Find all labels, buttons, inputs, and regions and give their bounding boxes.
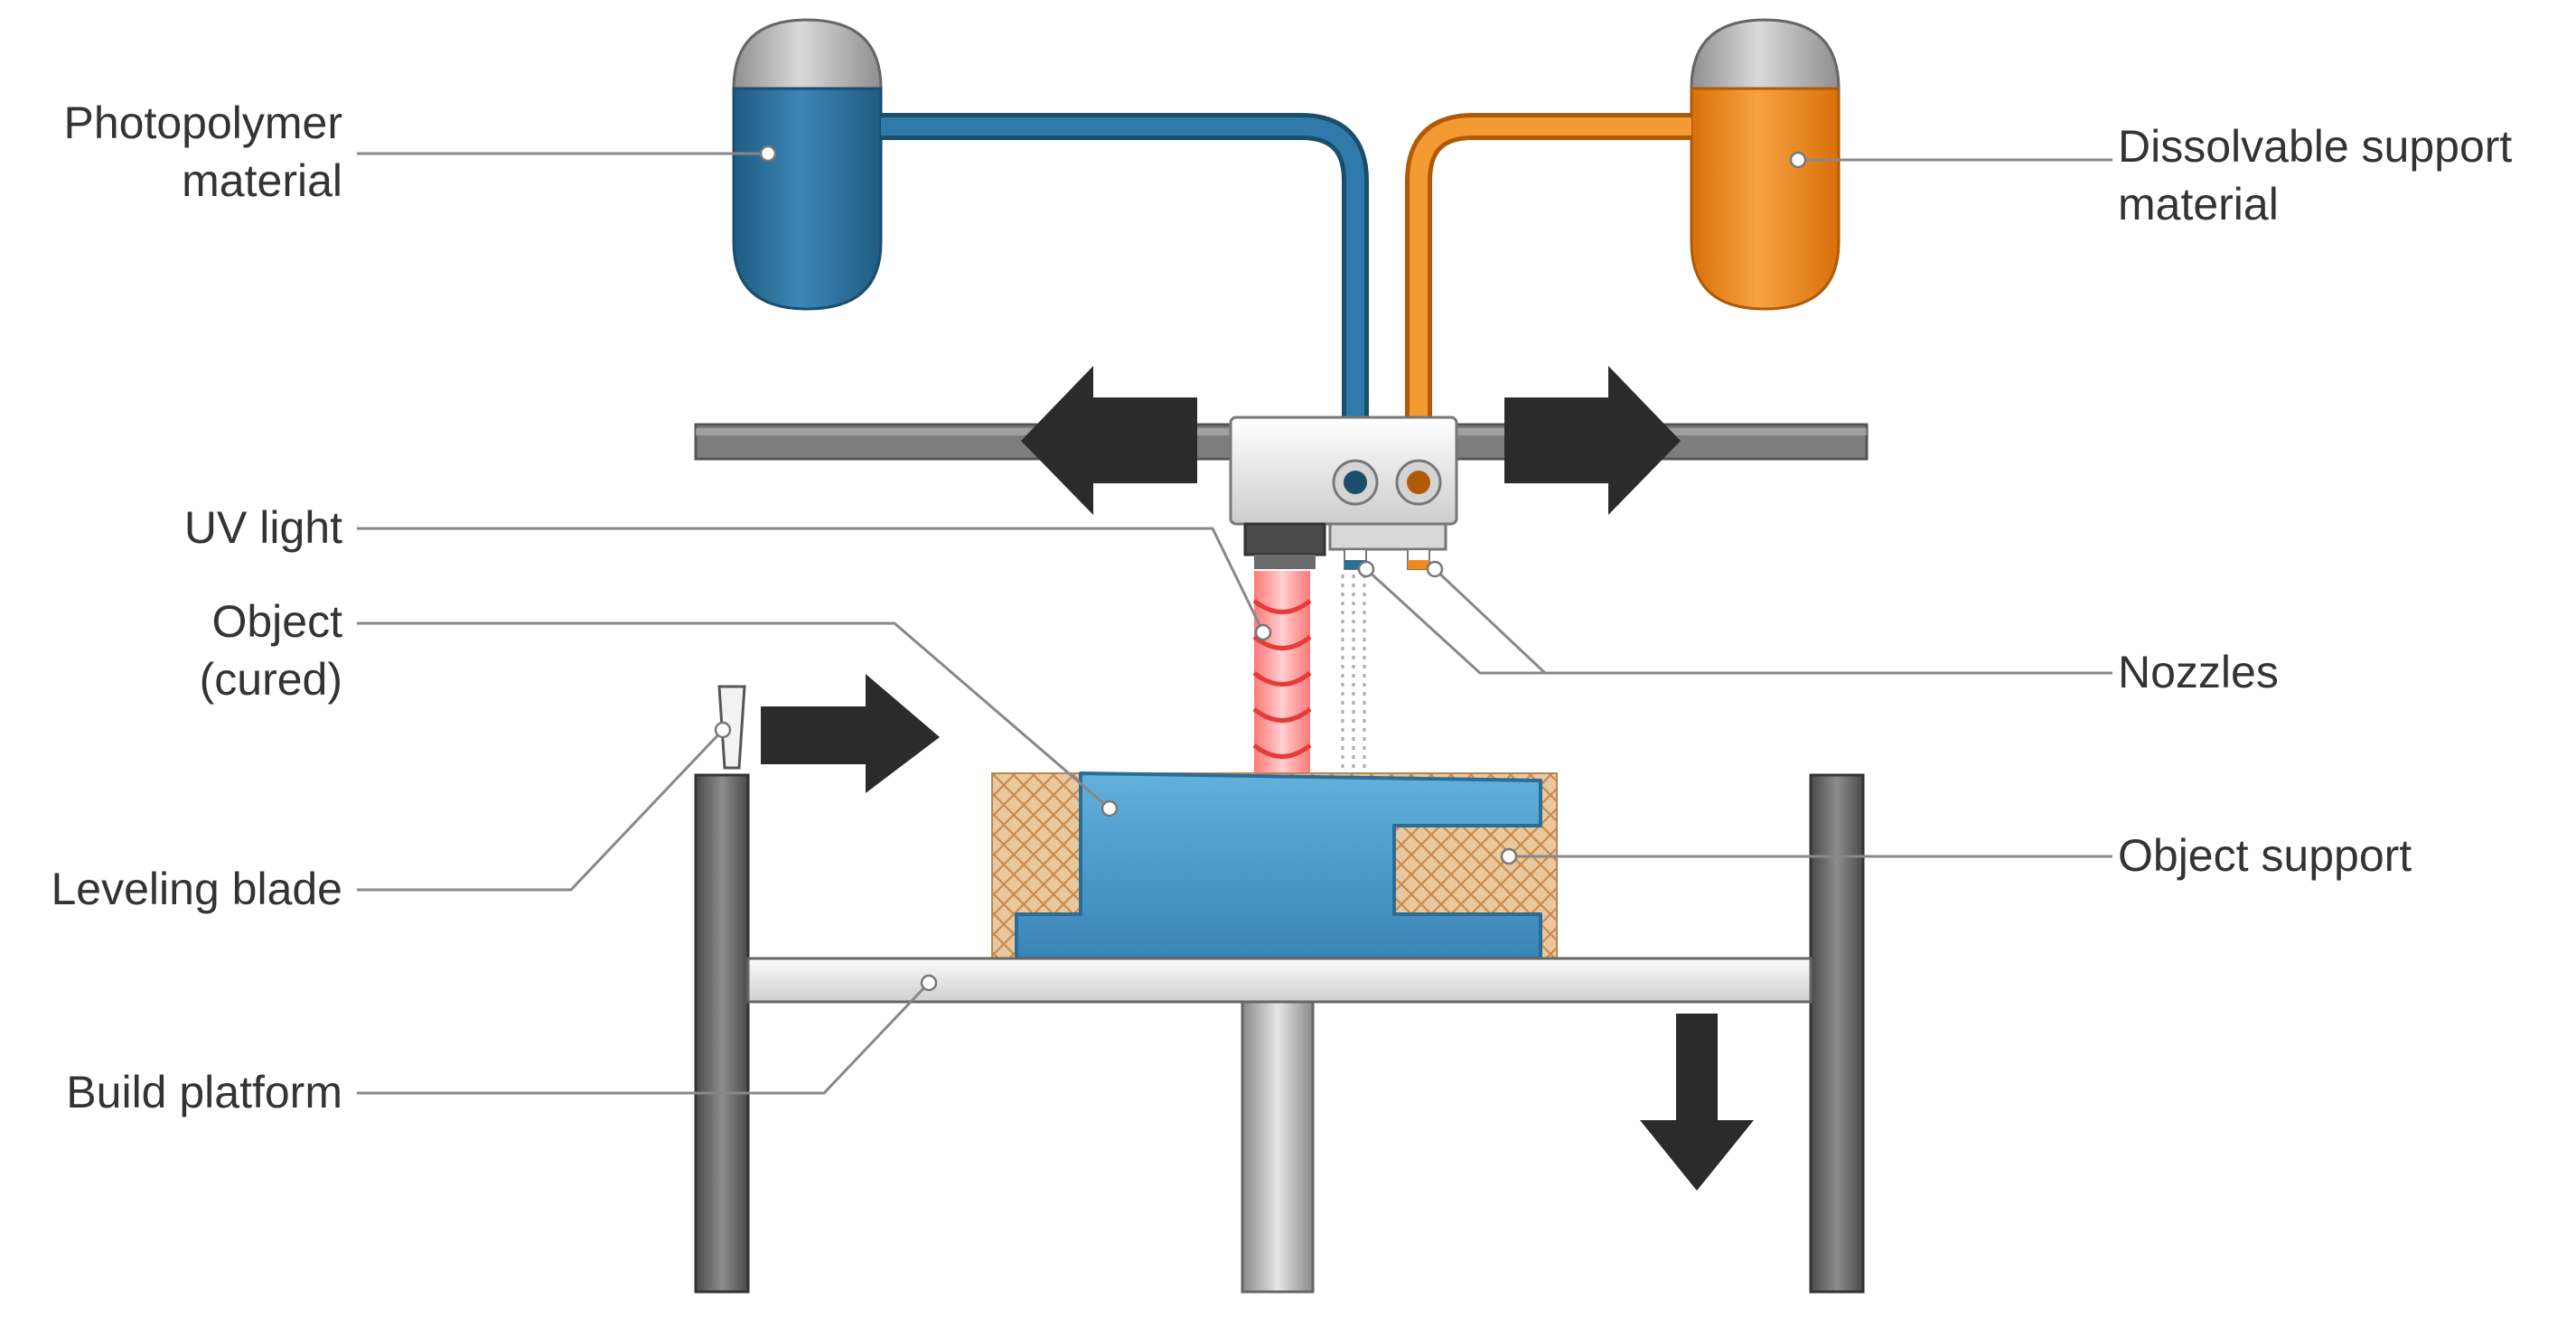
frame-post-right [1809, 773, 1865, 1294]
leader-nozzles-1 [1364, 567, 2112, 675]
label-photopolymer-material: Photopolymer material [63, 98, 343, 206]
support-column [1241, 999, 1315, 1294]
leader-leveling-blade [357, 728, 725, 892]
support-material-tank [1690, 18, 1841, 311]
frame-post-left [694, 773, 750, 1294]
uv-light-beam [1252, 571, 1312, 773]
droplet-stream [1341, 575, 1366, 775]
leader-build-platform [357, 981, 931, 1095]
label-object-support: Object support [2118, 830, 2412, 881]
label-uv-light: UV light [183, 502, 342, 553]
label-leveling-blade: Leveling blade [51, 864, 343, 914]
photopolymer-tank [732, 18, 883, 311]
leader-uv-light [357, 527, 1265, 633]
label-nozzles: Nozzles [2118, 647, 2279, 697]
leader-nozzles-2 [1433, 567, 1547, 675]
print-head [1229, 416, 1458, 570]
build-platform [746, 957, 1813, 1004]
cured-object [1015, 771, 1542, 960]
arrow-left-icon [1021, 366, 1197, 515]
arrow-down-icon [1640, 1014, 1754, 1191]
leveling-blade [717, 685, 746, 770]
uv-lamp [1243, 522, 1326, 569]
label-build-platform: Build platform [66, 1067, 342, 1117]
label-object-cured: Object (cured) [199, 596, 342, 705]
arrow-right-icon [1504, 366, 1681, 515]
arrow-right-icon [761, 674, 940, 793]
label-dissolvable-support-material: Dissolvable support material [2118, 121, 2513, 229]
leader-object-cured [357, 622, 1110, 810]
